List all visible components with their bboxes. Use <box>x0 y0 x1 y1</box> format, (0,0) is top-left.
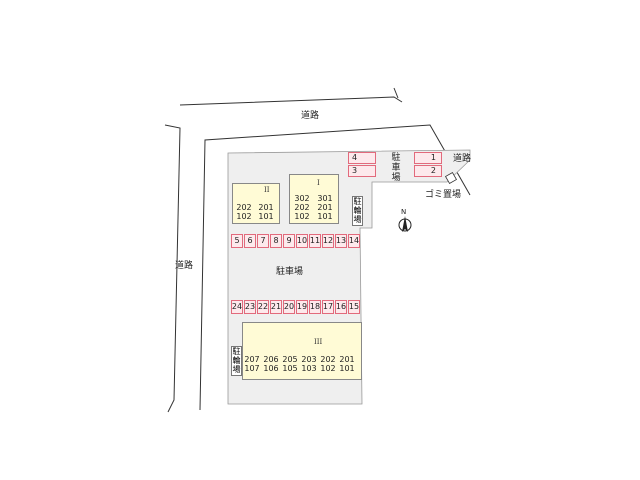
parking-slot: 13 <box>335 234 347 248</box>
parking-slot: 18 <box>309 300 321 314</box>
unit-I-b: 301 201 101 <box>317 194 333 221</box>
garbage-icon <box>444 171 458 185</box>
parking-slot: 16 <box>335 300 347 314</box>
bike-parking-bottom: 駐輪場 <box>231 346 242 376</box>
parking-slot: 7 <box>257 234 269 248</box>
unit-room: 207 <box>244 355 260 364</box>
unit-room: 101 <box>339 364 355 373</box>
parking-slot: 11 <box>309 234 321 248</box>
parking-slot: 8 <box>270 234 282 248</box>
road-label-top: 道路 <box>301 111 320 121</box>
building-II <box>232 183 280 224</box>
road-label-right: 道路 <box>453 154 472 164</box>
garbage-label: ゴミ置場 <box>425 190 462 200</box>
parking-slot: 5 <box>231 234 243 248</box>
unit-room: 202 <box>294 203 310 212</box>
unit-II-a: 202 102 <box>236 203 252 221</box>
parking-slot: 20 <box>283 300 295 314</box>
parking-slot-1: 1 <box>414 152 442 164</box>
parking-slot: 23 <box>244 300 256 314</box>
unit-room: 201 <box>339 355 355 364</box>
north-label: N <box>401 208 407 216</box>
north-arrow-icon <box>398 216 412 232</box>
unit-room: 102 <box>320 364 336 373</box>
parking-slot: 15 <box>348 300 360 314</box>
unit-room: 201 <box>258 203 274 212</box>
building-II-label: II <box>264 186 270 194</box>
unit-room: 107 <box>244 364 260 373</box>
unit-room: 203 <box>301 355 317 364</box>
unit-II-b: 201 101 <box>258 203 274 221</box>
unit-room: 302 <box>294 194 310 203</box>
unit-room: 105 <box>282 364 298 373</box>
parking-slot: 19 <box>296 300 308 314</box>
unit-room: 201 <box>317 203 333 212</box>
unit-room: 202 <box>320 355 336 364</box>
parking-slot: 24 <box>231 300 243 314</box>
parking-slot-4: 4 <box>348 152 376 164</box>
parking-slot: 17 <box>322 300 334 314</box>
building-I-label: I <box>317 179 320 187</box>
parking-slot-2: 2 <box>414 165 442 177</box>
parking-slot: 12 <box>322 234 334 248</box>
road-edge-top-curve <box>393 87 399 99</box>
unit-room: 205 <box>282 355 298 364</box>
parking-label-center: 駐車場 <box>276 267 304 277</box>
unit-room: 101 <box>317 212 333 221</box>
building-I <box>289 174 339 224</box>
road-edge-top <box>179 96 403 106</box>
road-edge-left-outer <box>164 124 181 413</box>
bike-parking-top: 駐輪場 <box>352 196 363 226</box>
parking-slot: 6 <box>244 234 256 248</box>
parking-slot: 10 <box>296 234 308 248</box>
parking-slot-3: 3 <box>348 165 376 177</box>
unit-I-a: 302 202 102 <box>294 194 310 221</box>
building-III-label: III <box>314 338 323 346</box>
unit-room: 101 <box>258 212 274 221</box>
unit-room: 301 <box>317 194 333 203</box>
road-label-left: 道路 <box>175 261 194 271</box>
building-III <box>242 322 362 380</box>
parking-label-top: 駐車場 <box>391 153 401 183</box>
unit-room: 102 <box>236 212 252 221</box>
unit-room: 103 <box>301 364 317 373</box>
parking-slot: 9 <box>283 234 295 248</box>
unit-room: 202 <box>236 203 252 212</box>
parking-slot: 21 <box>270 300 282 314</box>
unit-room: 206 <box>263 355 279 364</box>
parking-slot: 22 <box>257 300 269 314</box>
parking-slot: 14 <box>348 234 360 248</box>
unit-room: 102 <box>294 212 310 221</box>
unit-room: 106 <box>263 364 279 373</box>
